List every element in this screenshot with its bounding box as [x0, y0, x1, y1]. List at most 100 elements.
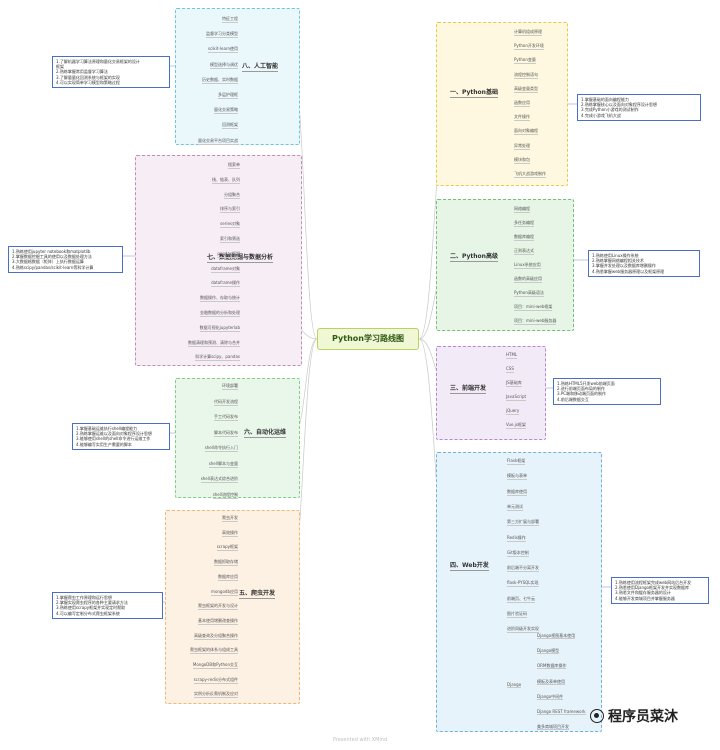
topic-py2-item[interactable]: 项目：mini-web框架	[514, 304, 553, 311]
topic-da-item[interactable]: 科学计算scipy、pandas	[195, 354, 240, 362]
topic-ops-item[interactable]: 环境部署	[222, 383, 238, 390]
topic-spd-item[interactable]: 爬虫框架的体系与组成工具	[190, 647, 238, 655]
topic-ops-item[interactable]: 手工代码发布	[214, 414, 238, 421]
topic-da-item[interactable]: 索引和筛选	[220, 236, 240, 243]
branch-title-spd[interactable]: 五、爬虫开发	[239, 590, 276, 599]
topic-ops-item[interactable]: 脚本代码发布	[214, 429, 238, 437]
topic-py2-item[interactable]: Linux系统应用	[514, 262, 541, 269]
note-line: 4.能够开发商城项目并掌握服务器	[615, 595, 675, 601]
topic-fe-item[interactable]: Vue.js框架	[506, 422, 526, 429]
topic-web-item[interactable]: flask-PYSQL实现	[507, 580, 539, 588]
topic-spd-item[interactable]: 数据抓取存储	[214, 559, 238, 567]
topic-da-item[interactable]: series对象	[220, 221, 240, 229]
topic-web-item[interactable]: 图片验证码	[507, 611, 527, 618]
topic-py1-item[interactable]: 文件操作	[514, 114, 530, 122]
topic-da-item[interactable]: 栈、链表、队列	[212, 176, 240, 184]
branch-title-py2[interactable]: 二、Python高级	[450, 253, 498, 262]
topic-spd-item[interactable]: 高效操作	[222, 529, 238, 537]
topic-py2-item[interactable]: 项目：mini-web服务器	[514, 318, 557, 325]
branch-title-ai[interactable]: 八、人工智能	[242, 63, 279, 72]
topic-web-item[interactable]: 进阶同级开发实现	[507, 626, 539, 634]
topic-spd-item[interactable]: mongodb应用	[211, 588, 238, 596]
topic-da-item[interactable]: 金融数据的分析和处理	[200, 310, 240, 317]
topic-django-item[interactable]: Django视图基本使用	[537, 633, 576, 639]
topic-ai-item[interactable]: 模型选择与调优	[210, 61, 238, 69]
topic-django-item[interactable]: ORM数据库操作	[537, 663, 567, 670]
topic-ai-item[interactable]: 特征工程	[222, 16, 238, 23]
topic-fe-item[interactable]: JavaScript	[506, 394, 527, 401]
topic-ops-item[interactable]: 代码开发流程	[214, 398, 238, 406]
topic-django-item[interactable]: Django REST framework	[537, 709, 586, 715]
topic-django-item[interactable]: 美多商城项目开发	[537, 724, 569, 731]
topic-ai-item[interactable]: 量化交易平台项目实战	[198, 137, 238, 145]
branch-title-web[interactable]: 四、Web开发	[450, 562, 489, 571]
topic-ai-item[interactable]: 历史数据、实时数据	[202, 76, 238, 84]
branch-title-fe[interactable]: 三、前端开发	[450, 385, 487, 394]
topic-da-item[interactable]: 数据操作、存取与统计	[200, 295, 240, 303]
topic-web-item[interactable]: 前后端不分离开发	[507, 565, 539, 573]
topic-web-item[interactable]: Redis操作	[507, 534, 526, 542]
topic-py1-item[interactable]: 模块和包	[514, 156, 530, 164]
topic-py1-item[interactable]: 异常处理	[514, 142, 530, 150]
topic-spd-item[interactable]: 实例分析反爬机制及应对	[194, 691, 238, 699]
topic-fe-item[interactable]: jQuery	[506, 408, 520, 415]
topic-py1-item[interactable]: Python变量	[514, 57, 536, 65]
topic-spd-item[interactable]: 爬虫框架的开发与设计	[198, 603, 238, 611]
topic-da-item[interactable]: dataframe操作	[211, 280, 240, 288]
topic-ai-item[interactable]: 多层护理框	[218, 92, 238, 99]
topic-py1-item[interactable]: 飞机大战游戏制作	[514, 171, 546, 178]
topic-django-item[interactable]: 模板及表单使用	[537, 678, 565, 685]
topic-py1-item[interactable]: 高级变量类型	[514, 85, 538, 93]
topic-web-item[interactable]: 模板与表单	[507, 473, 527, 481]
topic-spd-item[interactable]: scrapy框架	[216, 544, 238, 552]
topic-py2-item[interactable]: 多任务编程	[514, 220, 534, 227]
topic-ai-item[interactable]: scikit-learn使用	[208, 46, 238, 54]
topic-py2-item[interactable]: 数据库编程	[514, 234, 534, 241]
topic-ops-item[interactable]: shell表达式综合进阶	[200, 476, 238, 483]
topic-django[interactable]: Django	[507, 682, 522, 688]
topic-py2-item[interactable]: 正则表达式	[514, 248, 534, 255]
topic-ops-item[interactable]: shell脚本与变量	[208, 460, 238, 468]
topic-web-item[interactable]: 数据库使用	[507, 488, 527, 496]
topic-da-item[interactable]: dataframe对象	[211, 265, 240, 273]
topic-spd-item[interactable]: 基本使用增删改查操作	[198, 617, 238, 625]
topic-da-item[interactable]: pandas框架	[217, 250, 240, 258]
topic-ai-item[interactable]: 回测框架	[222, 122, 238, 130]
topic-da-item[interactable]: 数据可视化jupyterlab	[199, 324, 240, 332]
topic-py1-item[interactable]: Python开发环境	[514, 43, 544, 51]
branch-title-py1[interactable]: 一、Python基础	[450, 89, 498, 98]
topic-ops-item[interactable]: shell流程控制	[212, 491, 238, 499]
topic-spd-item[interactable]: 数据库应用	[218, 573, 238, 581]
topic-py1-item[interactable]: 计算机组成原理	[514, 29, 542, 36]
topic-django-item[interactable]: Django中间件	[537, 693, 564, 700]
branch-title-ops[interactable]: 六、自动化运维	[244, 429, 287, 438]
topic-fe-item[interactable]: HTML	[506, 352, 518, 359]
branch-title-da[interactable]: 七、数据挖掘与数据分析	[207, 254, 274, 263]
topic-django-item[interactable]: Django模型	[537, 648, 560, 655]
topic-spd-item[interactable]: 爬虫开发	[222, 515, 238, 522]
topic-fe-item[interactable]: CSS	[506, 366, 514, 373]
topic-fe-item[interactable]: JS基础库	[506, 380, 522, 387]
topic-da-item[interactable]: 排序与索引	[220, 206, 240, 214]
topic-py1-item[interactable]: 函数应用	[514, 100, 530, 107]
topic-web-item[interactable]: Git版本控制	[507, 549, 529, 557]
topic-py2-item[interactable]: 网络编程	[514, 206, 530, 213]
topic-web-item[interactable]: 第三方扩展与部署	[507, 519, 539, 527]
topic-spd-item[interactable]: MongoDB和Python交互	[192, 662, 238, 669]
topic-py2-item[interactable]: Python高级语法	[514, 290, 544, 297]
central-topic[interactable]: Python学习路线图	[317, 328, 419, 350]
topic-web-item[interactable]: 单元测试	[507, 503, 523, 511]
topic-da-item[interactable]: 数据清理和预测、清除与合并	[188, 339, 240, 347]
topic-web-item[interactable]: Flask框架	[507, 458, 526, 465]
topic-spd-item[interactable]: 高级查询及分组聚合操作	[194, 632, 238, 640]
topic-spd-item[interactable]: scrapy-redis分布式组件	[193, 676, 238, 684]
topic-ai-item[interactable]: 监督学习分类模型	[206, 31, 238, 39]
topic-ai-item[interactable]: 量化交易策略	[214, 107, 238, 115]
topic-py1-item[interactable]: 面向对象编程	[514, 128, 538, 136]
topic-py1-item[interactable]: 流程控制语句	[514, 71, 538, 79]
topic-web-item[interactable]: 前端页、七牛云	[507, 595, 535, 603]
topic-py2-item[interactable]: 函数的高级应用	[514, 276, 542, 283]
topic-da-item[interactable]: 分组聚合	[224, 191, 240, 199]
topic-ops-item[interactable]: shell命令执行入门	[204, 445, 238, 452]
topic-da-item[interactable]: 搜索单	[228, 162, 240, 169]
